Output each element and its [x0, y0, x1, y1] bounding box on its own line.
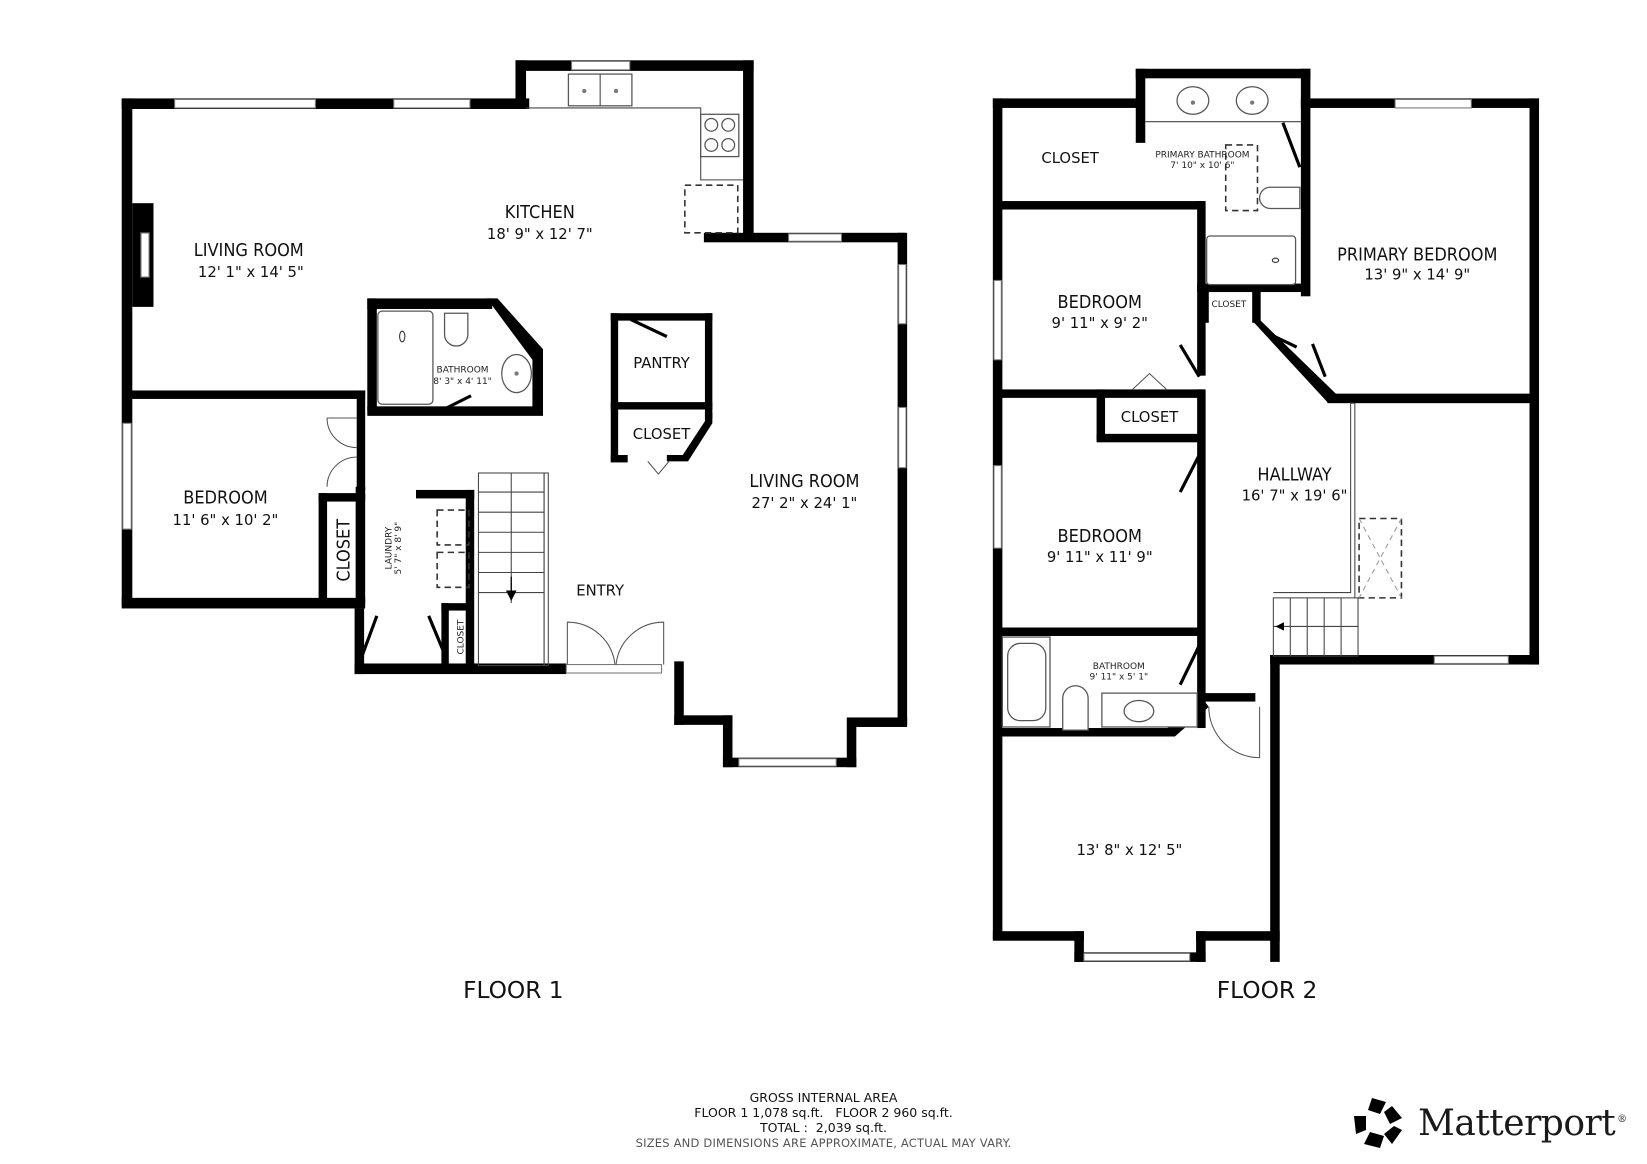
area-floors-line: FLOOR 1 1,078 sq.ft. FLOOR 2 960 sq.ft. [694, 1105, 953, 1120]
floor-2-doors [1132, 332, 1327, 759]
room-dims-bathroom-1: 8' 3" x 4' 11" [433, 377, 492, 387]
primary-bath-fixtures [1145, 86, 1302, 286]
floor-1-plan [121, 60, 908, 768]
bathroom-1-fixtures [377, 310, 532, 414]
room-name-living-room-e: LIVING ROOM [749, 471, 859, 492]
room-name-kitchen: KITCHEN [505, 202, 575, 223]
room-name-entry: ENTRY [576, 583, 625, 600]
floor-1-windows [122, 60, 907, 767]
room-name-bathroom-2: BATHROOM [1093, 662, 1145, 672]
area-total-line: TOTAL : 2,039 sq.ft. [759, 1120, 888, 1135]
floor-2-labels: CLOSET PRIMARY BATHROOM 7' 10" x 10' 6" … [1041, 150, 1497, 1004]
kitchen-fixtures [526, 73, 744, 234]
floor-1-walls [121, 60, 908, 768]
room-dims-bedroom-1: 11' 6" x 10' 2" [173, 512, 279, 529]
floor-2-windows [993, 98, 1509, 962]
room-dims-primary-bathroom: 7' 10" x 10' 6" [1170, 161, 1234, 171]
room-name-laundry: LAUNDRY [385, 526, 395, 569]
room-name-closet-primary: CLOSET [1041, 150, 1099, 167]
matterport-pinwheel-icon [1354, 1098, 1402, 1148]
laundry-fixtures [436, 509, 470, 589]
room-dims-living-room-e: 27' 2" x 24' 1" [752, 495, 858, 512]
room-name-closet-hall: CLOSET [1211, 300, 1246, 310]
room-name-primary-bedroom: PRIMARY BEDROOM [1337, 244, 1497, 265]
bathroom-2-fixtures [1001, 636, 1198, 731]
floor-1-title: FLOOR 1 [463, 977, 564, 1004]
floor-1-labels: LIVING ROOM 12' 1" x 14' 5" KITCHEN 18' … [173, 202, 860, 1004]
room-name-primary-bathroom: PRIMARY BATHROOM [1155, 151, 1249, 161]
room-name-pantry: PANTRY [633, 355, 691, 372]
room-dims-bedroom-b: 9' 11" x 11' 9" [1047, 549, 1153, 566]
room-name-hallway: HALLWAY [1257, 464, 1331, 485]
room-dims-primary-bedroom: 13' 9" x 14' 9" [1364, 266, 1470, 283]
room-dims-unlabeled-room: 13' 8" x 12' 5" [1076, 842, 1182, 859]
room-name-bathroom-1: BATHROOM [437, 365, 489, 375]
room-dims-bathroom-2: 9' 11" x 5' 1" [1090, 672, 1149, 682]
floor-1-doors [326, 318, 670, 665]
room-dims-bedroom-a: 9' 11" x 9' 2" [1052, 315, 1148, 332]
room-name-closet-bedroom: CLOSET [333, 519, 354, 582]
room-dims-living-room-w: 12' 1" x 14' 5" [198, 264, 304, 281]
room-dims-kitchen: 18' 9" x 12' 7" [487, 226, 593, 243]
room-name-bedroom-1: BEDROOM [183, 488, 267, 509]
room-name-closet-pantry: CLOSET [633, 426, 691, 443]
room-name-closet-laundry: CLOSET [457, 619, 467, 654]
room-name-bedroom-a: BEDROOM [1058, 292, 1142, 313]
room-name-living-room-w: LIVING ROOM [194, 240, 304, 261]
room-name-bedroom-b: BEDROOM [1058, 526, 1142, 547]
room-dims-hallway: 16' 7" x 19' 6" [1242, 488, 1348, 505]
area-title: GROSS INTERNAL AREA [749, 1090, 898, 1105]
room-name-closet-b: CLOSET [1121, 409, 1179, 426]
floor-2-title: FLOOR 2 [1217, 977, 1318, 1004]
matterport-wordmark: Matterport® [1418, 1102, 1627, 1144]
floor-2-stairs [1272, 402, 1403, 657]
gross-internal-area-summary: GROSS INTERNAL AREA FLOOR 1 1,078 sq.ft.… [0, 1090, 1647, 1151]
area-disclaimer: SIZES AND DIMENSIONS ARE APPROXIMATE, AC… [635, 1136, 1012, 1150]
matterport-logo: Matterport® [1352, 1093, 1627, 1153]
floor-1-stairs [477, 472, 549, 667]
floor-2-plan [992, 68, 1540, 962]
room-dims-laundry: 5' 7" x 8' 9" [394, 522, 404, 575]
